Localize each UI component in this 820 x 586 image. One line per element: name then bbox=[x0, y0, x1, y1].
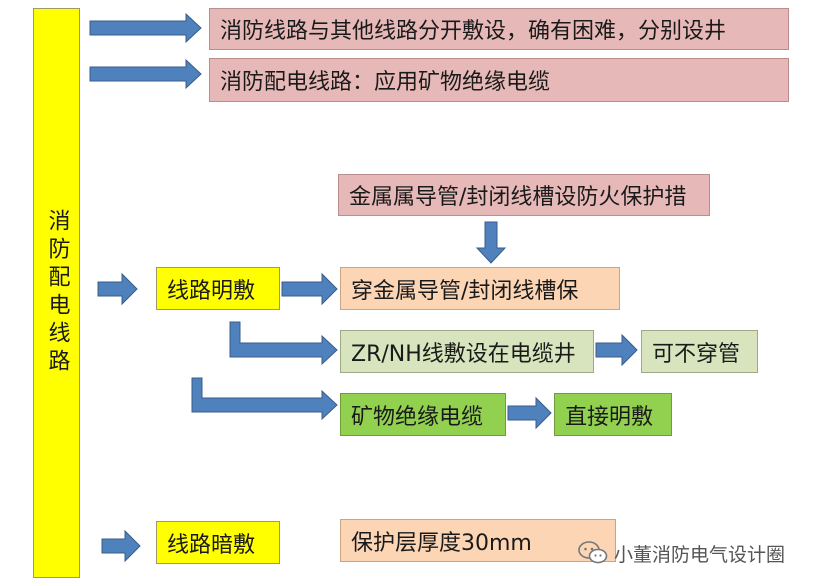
rule-separate-wiring-text: 消防线路与其他线路分开敷设，确有困难，分别设井 bbox=[220, 19, 727, 44]
arrow-right-icon bbox=[595, 333, 638, 367]
vertical-title-text: 消防配电线路 bbox=[44, 209, 70, 377]
vertical-title-box: 消防配电线路 bbox=[33, 8, 80, 578]
fire-protection-note-text: 金属属导管/封闭线槽设防火保护措 bbox=[349, 185, 687, 210]
direct-exposed-text: 直接明敷 bbox=[565, 404, 654, 430]
arrow-elbow-icon bbox=[191, 377, 338, 421]
arrow-right-icon bbox=[89, 58, 202, 90]
arrow-right-icon bbox=[507, 396, 552, 430]
arrow-right-icon bbox=[281, 272, 338, 306]
zr-nh-cable-text: ZR/NH线敷设在电缆井 bbox=[351, 341, 576, 367]
no-conduit-box: 可不穿管 bbox=[641, 330, 758, 373]
protective-layer-box: 保护层厚度30mm bbox=[340, 519, 616, 562]
arrow-right-icon bbox=[89, 12, 202, 44]
mineral-cable-text: 矿物绝缘电缆 bbox=[351, 404, 484, 430]
rule-mineral-cable-text: 消防配电线路：应用矿物绝缘电缆 bbox=[220, 70, 551, 95]
no-conduit-text: 可不穿管 bbox=[652, 341, 741, 367]
metal-conduit-text: 穿金属导管/封闭线槽保 bbox=[351, 278, 579, 304]
exposed-wiring-box: 线路明敷 bbox=[156, 267, 280, 310]
rule-separate-wiring: 消防线路与其他线路分开敷设，确有困难，分别设井 bbox=[209, 8, 789, 50]
mineral-cable-box: 矿物绝缘电缆 bbox=[340, 393, 506, 436]
metal-conduit-box: 穿金属导管/封闭线槽保 bbox=[340, 267, 620, 310]
concealed-wiring-box: 线路暗敷 bbox=[156, 521, 280, 564]
watermark: 小董消防电气设计圈 bbox=[578, 536, 785, 570]
exposed-wiring-text: 线路明敷 bbox=[167, 278, 256, 304]
concealed-wiring-text: 线路暗敷 bbox=[167, 532, 256, 558]
arrow-right-icon bbox=[97, 272, 138, 306]
fire-protection-note: 金属属导管/封闭线槽设防火保护措 bbox=[338, 174, 710, 216]
direct-exposed-box: 直接明敷 bbox=[554, 393, 672, 436]
arrow-right-icon bbox=[101, 529, 141, 563]
arrow-elbow-icon bbox=[229, 321, 338, 366]
watermark-text: 小董消防电气设计圈 bbox=[614, 543, 786, 566]
wechat-icon bbox=[578, 541, 608, 564]
protective-layer-text: 保护层厚度30mm bbox=[351, 530, 532, 556]
arrow-down-icon bbox=[475, 221, 507, 264]
zr-nh-cable-box: ZR/NH线敷设在电缆井 bbox=[340, 330, 594, 373]
rule-mineral-cable: 消防配电线路：应用矿物绝缘电缆 bbox=[209, 58, 789, 102]
